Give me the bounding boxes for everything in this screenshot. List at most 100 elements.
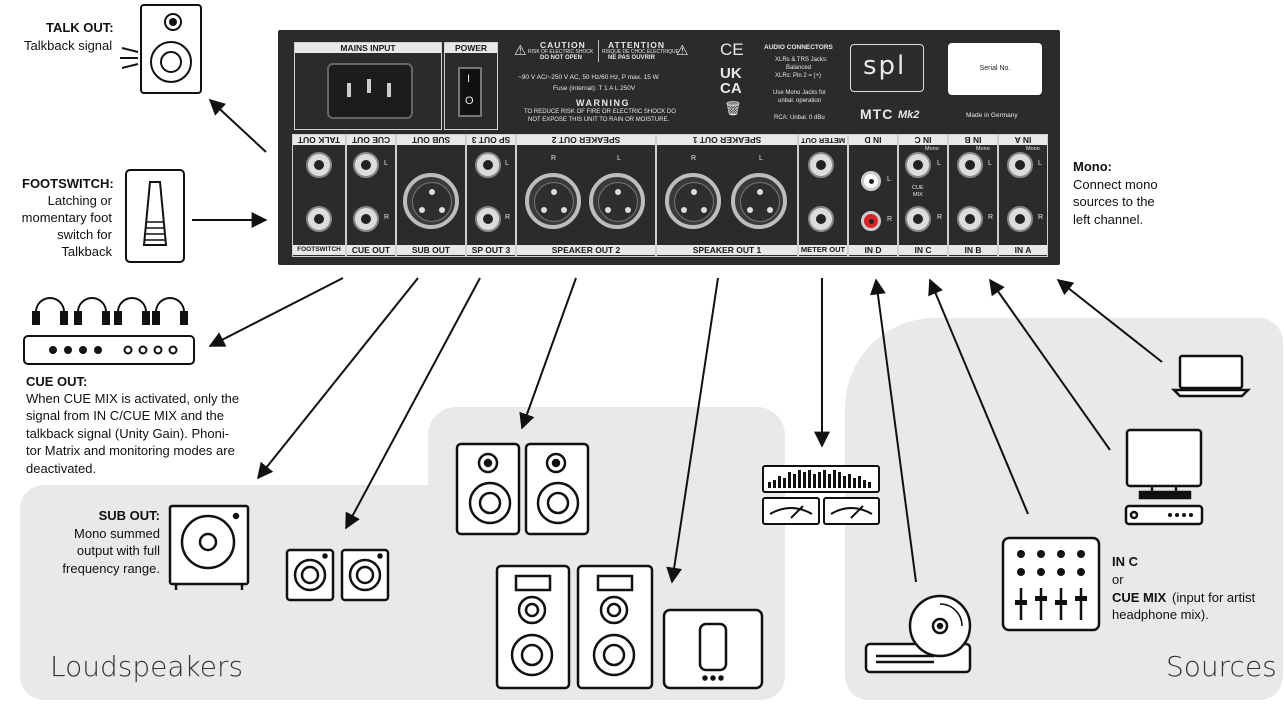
audio-connectors-line-4: Use Mono Jacks for (773, 90, 827, 96)
footswitch-label: FOOTSWITCH (293, 245, 345, 255)
power-on-mark: I (467, 73, 471, 85)
attention-sub1: RISQUE DE CHOC ÉLECTRIQUE (602, 49, 679, 55)
ce-mark: CE (720, 40, 744, 59)
in-b-block: IN B Mono L R IN B (948, 134, 998, 257)
cue-out-line-4: tor Matrix and monitoring modes are (26, 443, 235, 458)
meter-out-r-jack[interactable] (808, 206, 834, 232)
mains-input-label: MAINS INPUT (295, 43, 441, 53)
speaker-out-2-r-mark: R (551, 155, 557, 162)
speaker-out-2-l-xlr[interactable] (589, 173, 645, 229)
mono-title: Mono: (1073, 159, 1112, 174)
in-c-l-jack[interactable] (905, 152, 931, 178)
xlr-pin (615, 189, 621, 195)
in-c-cue-mark: CUE (912, 185, 924, 191)
power-label: POWER (445, 43, 497, 53)
sub-out-line-2: output with full (76, 543, 160, 558)
cue-out-bottom-label: CUE OUT (347, 245, 395, 255)
speaker-out-1-l-mark: L (759, 155, 763, 162)
in-b-mono-mark: Mono (976, 146, 990, 152)
xlr-pin (429, 189, 435, 195)
in-d-r-mark: R (887, 216, 893, 223)
mains-input-block: MAINS INPUT (294, 42, 442, 130)
xlr-pin (419, 207, 425, 213)
in-c-or: or (1112, 572, 1124, 587)
spl-logo: spl (850, 44, 924, 92)
brand-name: spl (863, 51, 907, 81)
cue-out-line-1: When CUE MIX is activated, only the (26, 391, 240, 406)
rear-panel: MAINS INPUT POWER I O ⚠ CAUTION RISK OF … (278, 30, 1060, 265)
in-d-l-rca[interactable] (861, 171, 881, 191)
xlr-pin (691, 189, 697, 195)
subwoofer-icon (168, 504, 250, 590)
in-d-block: IN D L R IN D (848, 134, 898, 257)
in-b-l-jack[interactable] (957, 152, 983, 178)
sub-out-xlr[interactable] (403, 173, 459, 229)
bookshelf-speakers-icon (455, 442, 590, 536)
speaker-out-1-r-xlr[interactable] (665, 173, 721, 229)
speaker-out-1-r-mark: R (691, 155, 697, 162)
cue-mix-text: (input for artist (1172, 590, 1256, 605)
xlr-pin (747, 207, 753, 213)
xlr-pin (681, 207, 687, 213)
in-b-arrow (989, 278, 1111, 451)
meter-out-block: METER OUT METER OUT (798, 134, 848, 257)
cue-out-r-jack[interactable] (353, 206, 379, 232)
in-c-r-jack[interactable] (905, 206, 931, 232)
warning-text-2: NOT EXPOSE THIS UNIT TO RAIN OR MOISTURE… (528, 117, 670, 123)
in-d-r-rca[interactable] (861, 211, 881, 231)
meter-out-l-jack[interactable] (808, 152, 834, 178)
headphone-amp-icon (23, 297, 195, 365)
in-b-l-mark: L (988, 160, 992, 167)
xlr-pin (767, 207, 773, 213)
speaker-out-2-l-mark: L (617, 155, 621, 162)
attention-warning-triangle-icon: ⚠ (676, 42, 689, 58)
in-a-l-mark: L (1038, 160, 1042, 167)
sources-heading: Sources (1166, 650, 1277, 683)
cue-out-l-mark: L (384, 160, 388, 167)
floor-speakers-icon (495, 564, 654, 690)
speaker-out-2-block: SPEAKER OUT 2 R L SPEAKER OUT 2 (516, 134, 656, 257)
made-in-text: Made in Germany (966, 112, 1018, 119)
footswitch-line-4: Talkback (61, 244, 112, 259)
in-a-bottom-label: IN A (999, 245, 1047, 255)
speaker-out-1-block: SPEAKER OUT 1 R L SPEAKER OUT 1 (656, 134, 798, 257)
sub-out-line-3: frequency range. (62, 561, 160, 576)
in-a-r-jack[interactable] (1007, 206, 1033, 232)
connector-blocks: TALK OUT FOOTSWITCH CUE OUT L R CUE OUT … (278, 30, 1060, 265)
footswitch-line-3: switch for (57, 227, 112, 242)
mixer-icon (1001, 536, 1101, 632)
attention-sub2: NE PAS OUVRIR (608, 55, 655, 61)
model-suffix: Mk2 (898, 109, 920, 121)
talk-out-jack[interactable] (306, 152, 332, 178)
level-meter-icon (762, 465, 880, 525)
sp-out-3-r-jack[interactable] (475, 206, 501, 232)
in-d-bottom-label: IN D (849, 245, 897, 255)
sp-out-3-l-jack[interactable] (475, 152, 501, 178)
in-b-r-mark: R (988, 214, 994, 221)
footswitch-line-2: momentary foot (21, 210, 112, 225)
model-name: MTC (860, 106, 894, 122)
cue-out-l-jack[interactable] (353, 152, 379, 178)
footswitch-jack[interactable] (306, 206, 332, 232)
sp-out-3-l-mark: L (505, 160, 509, 167)
talk-out-arrow (208, 98, 267, 153)
cue-out-r-mark: R (384, 214, 390, 221)
in-b-r-jack[interactable] (957, 206, 983, 232)
in-c-block: IN C Mono L CUE MIX R IN C (898, 134, 948, 257)
computer-icon (1124, 428, 1204, 526)
iec-socket-icon (327, 63, 413, 119)
mono-line-3: left channel. (1073, 212, 1144, 227)
speaker-out-1-l-xlr[interactable] (731, 173, 787, 229)
in-a-l-jack[interactable] (1007, 152, 1033, 178)
xlr-pin (757, 189, 763, 195)
mono-line-1: Connect mono (1073, 177, 1158, 192)
sub-out-title: SUB OUT: (98, 508, 160, 523)
speaker-out-2-r-xlr[interactable] (525, 173, 581, 229)
power-switch[interactable]: I O (458, 67, 482, 117)
cd-player-icon (864, 594, 972, 674)
cue-mix-title: CUE MIX (1112, 590, 1167, 605)
caution-title: CAUTION (540, 40, 586, 50)
cue-out-line-3: talkback signal (Unity Gain). Phoni- (26, 426, 230, 441)
audio-connectors-title: AUDIO CONNECTORS (764, 44, 833, 51)
